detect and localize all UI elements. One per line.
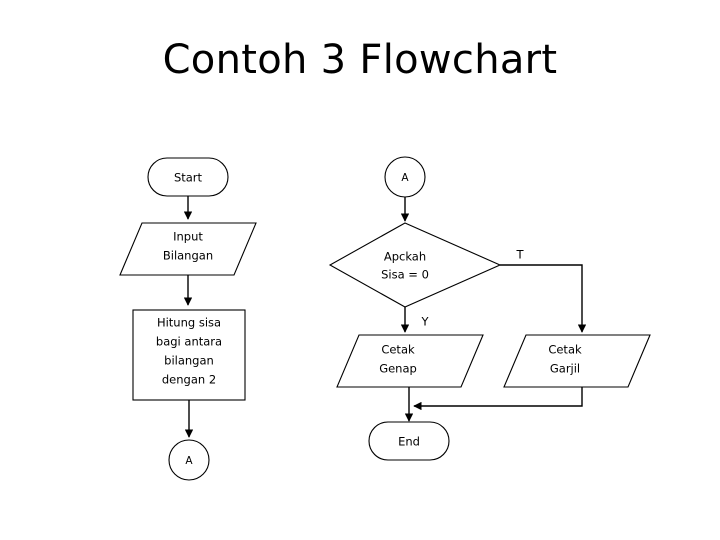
edge-label-ya: Y bbox=[420, 315, 429, 329]
decision-label-line-2: Sisa = 0 bbox=[381, 268, 429, 282]
node-connector-a-out[interactable]: A bbox=[168, 439, 210, 481]
end-terminator-shape bbox=[368, 421, 450, 461]
hitung-label-line-4: dengan 2 bbox=[162, 373, 216, 387]
node-cetak-garjil[interactable]: Cetak Garjil bbox=[503, 334, 651, 388]
connector-a-out-label: A bbox=[185, 455, 193, 467]
end-label: End bbox=[398, 435, 420, 449]
node-connector-a-in[interactable]: A bbox=[384, 156, 426, 198]
cetak-genap-label-line-1: Cetak bbox=[381, 343, 415, 357]
connector-a-out-shape bbox=[168, 439, 210, 481]
edge-label-tidak: T bbox=[515, 248, 524, 262]
input-parallelogram-shape bbox=[119, 222, 257, 276]
connector-a-in-label: A bbox=[401, 172, 409, 184]
node-end[interactable]: End bbox=[368, 421, 450, 461]
hitung-label-line-1: Hitung sisa bbox=[157, 316, 221, 330]
cetak-genap-shape bbox=[336, 334, 484, 388]
hitung-label-line-3: bilangan bbox=[164, 354, 214, 368]
input-label-line-2: Bilangan bbox=[163, 249, 213, 263]
page-title: Contoh 3 Flowchart bbox=[162, 37, 558, 83]
cetak-garjil-label-line-1: Cetak bbox=[548, 343, 582, 357]
start-label: Start bbox=[174, 171, 203, 185]
decision-diamond-shape bbox=[328, 222, 502, 308]
node-cetak-genap[interactable]: Cetak Genap bbox=[336, 334, 484, 388]
edge-decision-to-garjil bbox=[500, 264, 587, 333]
node-start[interactable]: Start bbox=[147, 157, 229, 197]
decision-label-line-1: Apckah bbox=[384, 250, 426, 264]
node-hitung-sisa[interactable]: Hitung sisa bagi antara bilangan dengan … bbox=[132, 309, 246, 401]
node-decision-sisa[interactable]: Apckah Sisa = 0 bbox=[328, 222, 502, 308]
edge-garjil-to-end bbox=[413, 387, 583, 411]
node-input-bilangan[interactable]: Input Bilangan bbox=[119, 222, 257, 276]
hitung-label-line-2: bagi antara bbox=[156, 335, 222, 349]
cetak-genap-label-line-2: Genap bbox=[379, 362, 417, 376]
input-label-line-1: Input bbox=[173, 230, 203, 244]
cetak-garjil-label-line-2: Garjil bbox=[550, 362, 580, 376]
cetak-garjil-shape bbox=[503, 334, 651, 388]
process-box-shape bbox=[132, 309, 246, 401]
